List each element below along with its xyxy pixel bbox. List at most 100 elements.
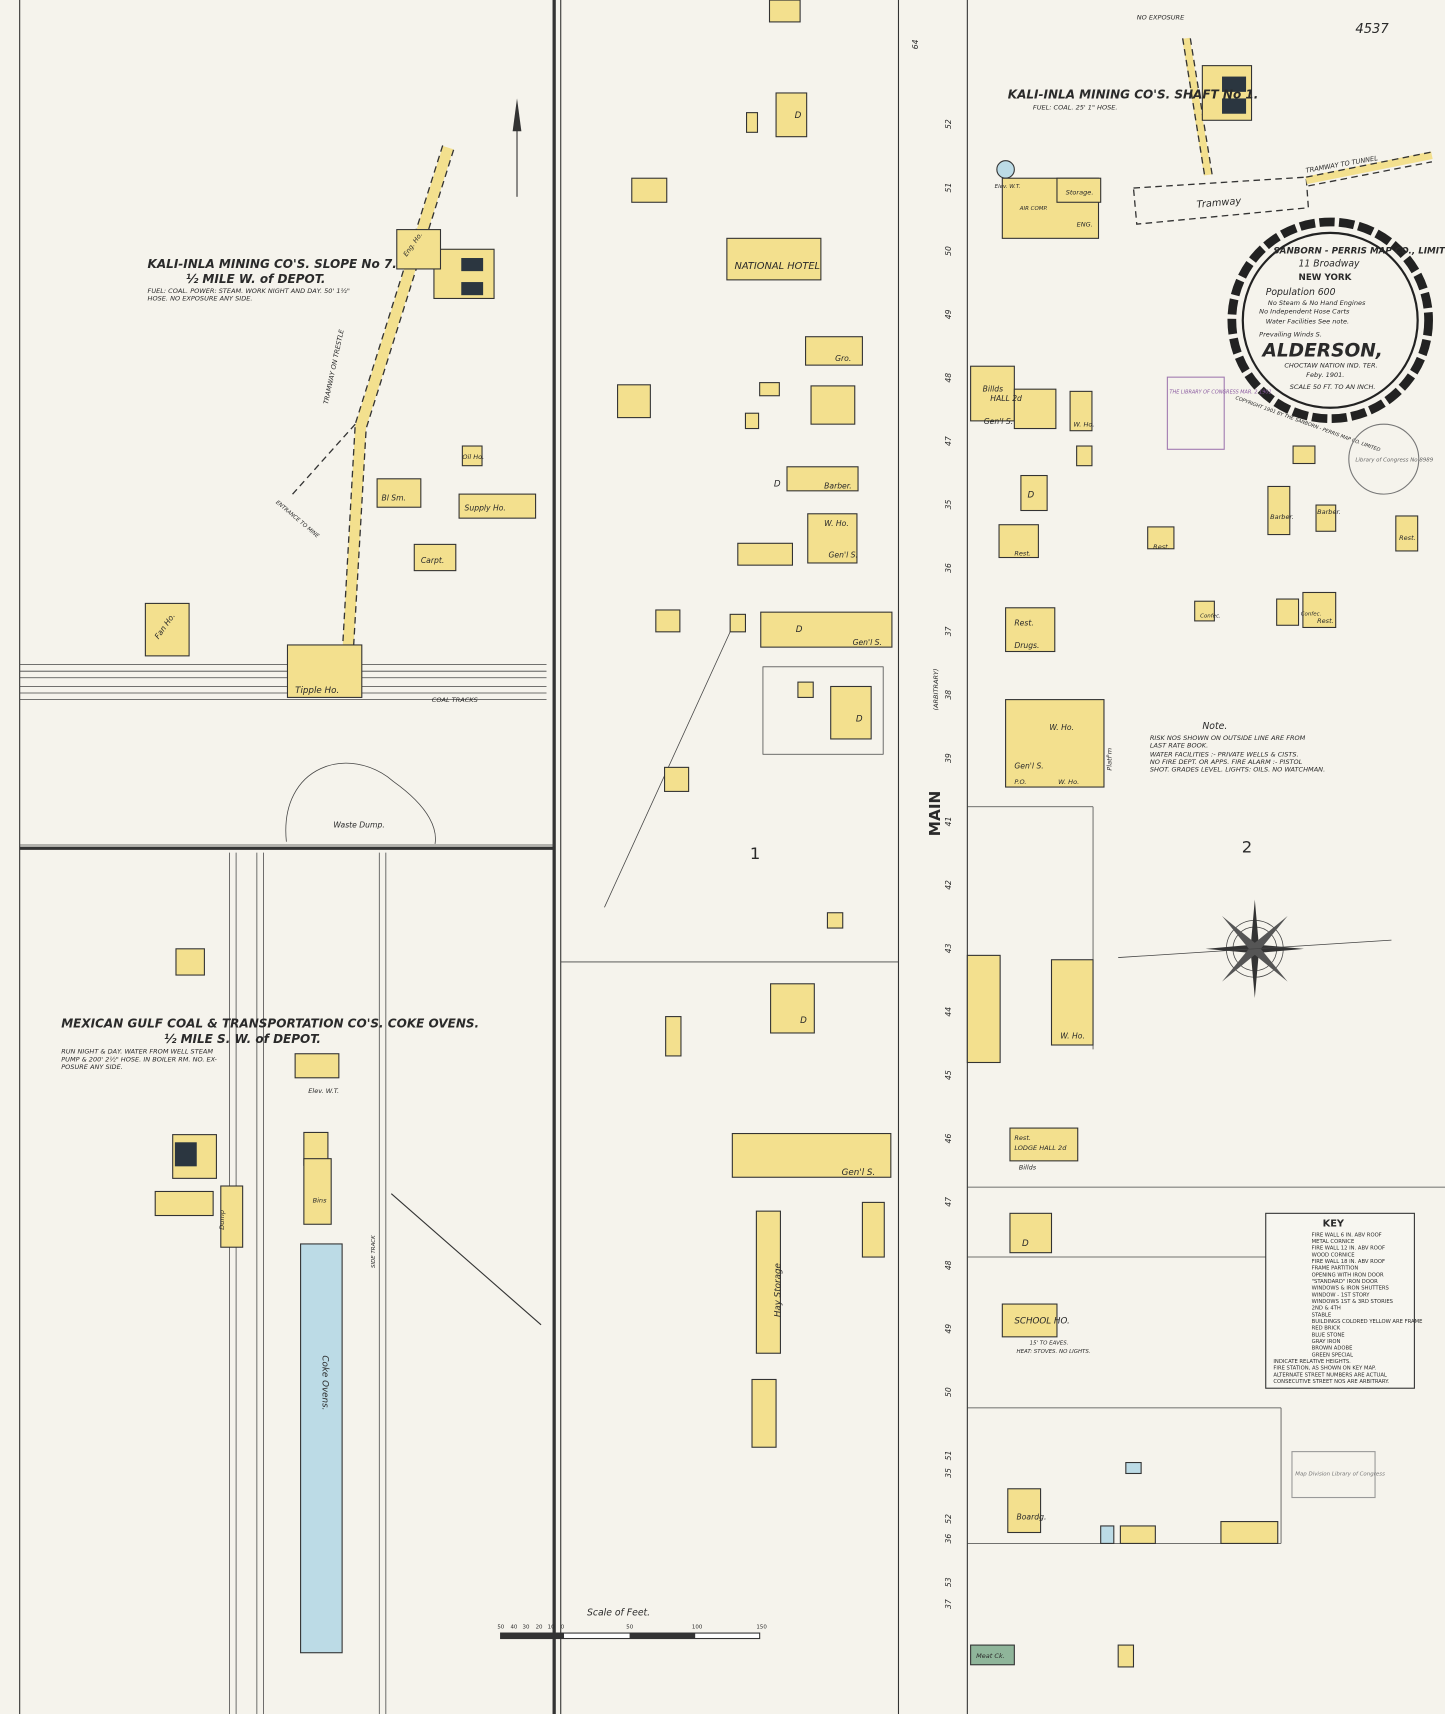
- water-tank-shaft: [996, 160, 1015, 179]
- building-label: 15' TO EAVES.: [1030, 1340, 1069, 1346]
- building-label: Bl Sm.: [381, 494, 406, 503]
- no-exposure-label: NO EXPOSURE: [1137, 14, 1185, 22]
- building: [665, 1016, 682, 1057]
- key-item: FRAME PARTITION: [1312, 1266, 1359, 1272]
- building: [154, 1190, 214, 1217]
- building-label: Tramway: [1196, 196, 1242, 211]
- scale-tick-label: 50: [497, 1625, 504, 1631]
- street-number: 50: [944, 246, 953, 256]
- building-label: Billds: [1019, 1164, 1037, 1172]
- water-facilities: Water Facilities See note.: [1266, 318, 1349, 326]
- building: [655, 609, 681, 633]
- coke-ovens: [300, 1243, 343, 1654]
- building: [1005, 699, 1105, 788]
- building: [966, 954, 1001, 1064]
- note-line: RISK NOS SHOWN ON OUTSIDE LINE ARE FROM: [1150, 734, 1306, 742]
- building: [731, 1132, 892, 1178]
- building-label: COAL TRACKS: [432, 696, 478, 704]
- building-label: Confec.: [1200, 614, 1221, 620]
- street-number: 49: [944, 1324, 953, 1334]
- building-label: SIDE TRACK: [371, 1235, 377, 1268]
- street-number: 37: [944, 626, 953, 636]
- street-number: 47: [944, 1197, 953, 1207]
- note-line: WATER FACILITIES :- PRIVATE WELLS & CIST…: [1150, 750, 1299, 758]
- slope7-note: FUEL: COAL. POWER: STEAM. WORK NIGHT AND…: [148, 287, 350, 295]
- street-number: 50: [944, 1387, 953, 1397]
- boiler: [174, 1142, 197, 1167]
- building: [1117, 1644, 1135, 1668]
- building: [970, 1644, 1015, 1666]
- street-number: 42: [944, 880, 953, 890]
- building-label: D: [795, 111, 802, 121]
- coke-note: PUMP & 200' 2½" HOSE. IN BOILER RM. NO. …: [61, 1055, 217, 1063]
- building-label: D: [1027, 490, 1034, 500]
- boiler: [1222, 76, 1247, 92]
- town-name: ALDERSON,: [1260, 340, 1382, 361]
- building: [1119, 1525, 1156, 1544]
- coal-tracks: [19, 664, 547, 700]
- building: [413, 543, 457, 572]
- building: [286, 644, 363, 698]
- street-number: 49: [944, 309, 953, 319]
- street-number: 37: [944, 1599, 953, 1609]
- key-item: BUILDINGS COLORED YELLOW ARE FRAME: [1312, 1319, 1423, 1325]
- building: [1147, 526, 1175, 550]
- building-label: Boardg.: [1017, 1512, 1047, 1521]
- building-label: D: [796, 625, 803, 635]
- street-number: 52: [944, 119, 953, 129]
- building: [737, 542, 794, 566]
- building: [631, 177, 668, 203]
- street-number: 52: [944, 1514, 953, 1524]
- block-number: 1: [750, 844, 760, 863]
- loc-stamp: [1166, 376, 1225, 450]
- building: [175, 948, 205, 976]
- title-cartouche: SANBORN - PERRIS MAP CO., LIMITED 11 Bro…: [1227, 217, 1445, 454]
- building-label: W. Ho.: [1073, 420, 1094, 428]
- building: [746, 112, 759, 133]
- map-division-stamp: [1291, 1451, 1376, 1499]
- company-city: NEW YORK: [1299, 273, 1353, 283]
- building-label: D: [800, 1016, 807, 1026]
- building-label: ENG.: [1077, 220, 1093, 228]
- building: [303, 1158, 332, 1225]
- building: [1395, 515, 1419, 552]
- building-label: Gen'l S.: [984, 417, 1013, 426]
- building: [775, 92, 808, 138]
- building-label: ENTRANCE TO MINE: [274, 500, 320, 540]
- key-item: FIRE WALL 12 IN. ABV ROOF: [1312, 1246, 1385, 1252]
- building-label: W. Ho.: [1058, 778, 1079, 786]
- building: [751, 1378, 777, 1448]
- street-main: MAIN: [926, 791, 944, 837]
- key-item: GREEN SPECIAL: [1312, 1352, 1353, 1358]
- building: [1069, 390, 1093, 432]
- scale-tick-label: 0: [561, 1625, 565, 1631]
- building-label: Tipple Ho.: [295, 686, 339, 696]
- shaft1-note: FUEL: COAL. 25' 1" HOSE.: [1033, 103, 1118, 111]
- building: [861, 1201, 885, 1258]
- note-title: Note.: [1202, 721, 1227, 732]
- scale-tick-label: 50: [626, 1625, 633, 1631]
- prevailing-winds: Prevailing Winds S.: [1259, 331, 1322, 339]
- hose-carts: No Independent Hose Carts: [1259, 308, 1350, 316]
- building: [1292, 445, 1316, 465]
- building-label: Elev. W.T.: [995, 184, 1021, 190]
- building-label: Drugs.: [1014, 641, 1039, 650]
- engines: No Steam & No Hand Engines: [1268, 299, 1366, 307]
- building: [1220, 1521, 1279, 1544]
- company-address: 11 Broadway: [1299, 259, 1360, 270]
- building-label: TRAMWAY ON TRESTLE: [322, 328, 346, 405]
- building: [617, 384, 651, 419]
- key-item: METAL CORNICE: [1312, 1239, 1355, 1245]
- building-label: Rest.: [1317, 617, 1334, 625]
- scale-title: Scale of Feet.: [587, 1608, 650, 1619]
- building: [810, 385, 856, 425]
- building: [1013, 388, 1057, 430]
- key-item: FIRE WALL 18 IN. ABV ROOF: [1312, 1259, 1385, 1265]
- building: [755, 1210, 781, 1354]
- building: [1009, 1127, 1079, 1162]
- building: [805, 336, 863, 366]
- building: [396, 229, 442, 270]
- loc-circle-text: Library of Congress No 8989: [1355, 457, 1433, 463]
- building-label: Barber.: [1270, 513, 1294, 521]
- key-item: WINDOWS 1ST & 3RD STORIES: [1312, 1299, 1394, 1305]
